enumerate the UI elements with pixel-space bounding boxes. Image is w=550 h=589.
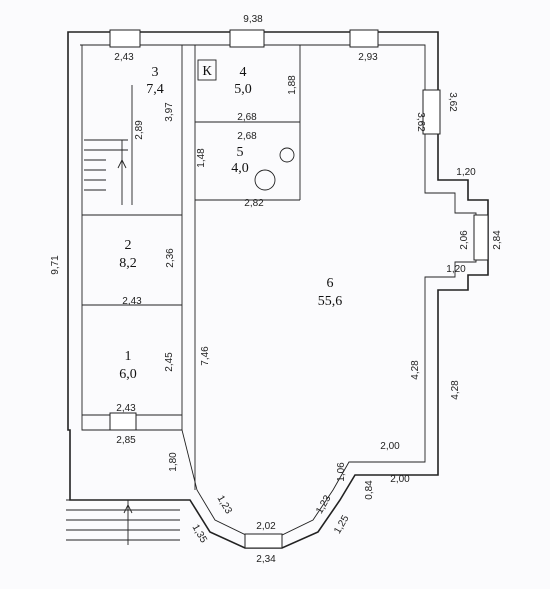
dim-corner-b: 0,84: [364, 480, 375, 500]
dim-diag-a: 2,00: [380, 441, 400, 452]
dim-bay-inner: 2,06: [459, 230, 470, 250]
dim-bottom-total: 2,34: [256, 554, 276, 565]
room-5-number: 5: [237, 145, 244, 160]
dim-bay-left: 1,23: [215, 494, 234, 517]
room-3-number: 3: [152, 65, 159, 80]
dim-diag-b: 2,00: [390, 474, 410, 485]
inner-wall: [80, 44, 477, 537]
dim-right-upper-a: 3,62: [415, 112, 426, 132]
room-4-area: 5,0: [234, 82, 252, 97]
room-4-number: 4: [240, 65, 247, 80]
dim-room1-bottom: 2,43: [116, 403, 136, 414]
dim-entry-height: 1,80: [168, 452, 179, 472]
dim-room5-height: 1,48: [196, 148, 207, 168]
window-entry: [109, 412, 137, 431]
dim-left-total: 9,71: [50, 255, 61, 275]
dim-bay-bottom: 1,20: [446, 264, 466, 275]
staircase: [66, 85, 180, 545]
dim-room3-width: 2,43: [114, 52, 134, 63]
dim-room4-height: 1,88: [287, 75, 298, 95]
window-right-upper: [422, 89, 441, 135]
room-2-area: 8,2: [119, 256, 137, 271]
dim-room5-width: 2,82: [244, 198, 264, 209]
dim-right-lower-a: 4,28: [410, 360, 421, 380]
dim-corner-a: 1,06: [336, 462, 347, 482]
dim-right-upper-b: 3,62: [447, 92, 458, 112]
window-top-right: [349, 29, 379, 48]
dim-top-right: 2,93: [358, 52, 378, 63]
window-top-mid: [229, 29, 265, 48]
window-bay: [473, 214, 489, 261]
room-3-area: 7,4: [146, 82, 164, 97]
dim-bay-outer: 2,84: [492, 230, 503, 250]
dim-bay-top: 1,20: [456, 167, 476, 178]
dim-bay-right-b: 1,25: [332, 513, 351, 536]
dim-entry-width: 2,85: [116, 435, 136, 446]
room-6-area: 55,6: [318, 294, 343, 309]
dim-hall-height: 7,46: [200, 346, 211, 366]
kitchen-mark-box: [197, 59, 217, 81]
window-top-left: [109, 29, 141, 48]
room-2-number: 2: [125, 238, 132, 253]
dim-right-lower-b: 4,28: [450, 380, 461, 400]
room-6-number: 6: [327, 276, 334, 291]
dim-top-total: 9,38: [243, 14, 263, 25]
dim-stair-height: 2,89: [134, 120, 145, 140]
room-5-area: 4,0: [231, 161, 249, 176]
stair-arrow-icon: [117, 159, 133, 514]
dim-room4-width: 2,68: [237, 112, 257, 123]
toilet-icon: [279, 147, 295, 163]
dim-room5-top: 2,68: [237, 131, 257, 142]
sink-icon: [254, 169, 276, 191]
dim-room2-height: 2,36: [165, 248, 176, 268]
dim-room1-top: 2,43: [122, 296, 142, 307]
window-front: [244, 533, 283, 549]
dim-room3-height: 3,97: [164, 102, 175, 122]
kitchen-mark: К: [202, 64, 212, 79]
room-1-area: 6,0: [119, 367, 137, 382]
room-1-number: 1: [125, 349, 132, 364]
dim-room1-height: 2,45: [164, 352, 175, 372]
dim-bay-front: 2,02: [256, 521, 276, 532]
